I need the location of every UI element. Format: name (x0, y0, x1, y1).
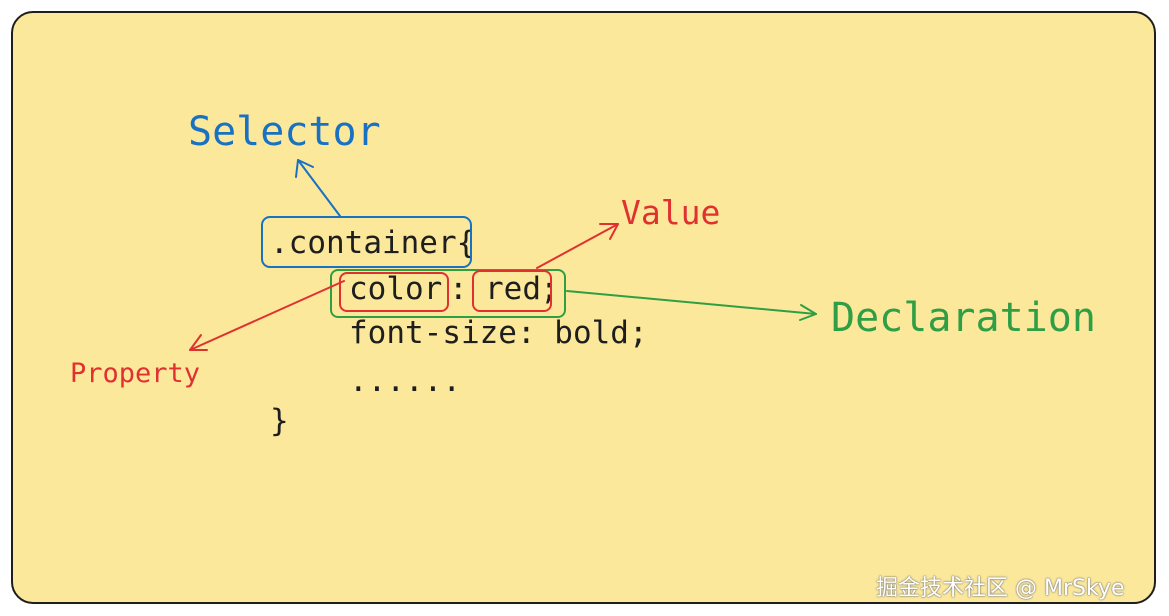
code-line-font-size: font-size: bold; (349, 315, 648, 351)
selector-arrow (297, 159, 341, 217)
declaration-arrow (566, 290, 817, 315)
code-line-colon: : (449, 271, 468, 307)
value-label: Value (621, 193, 721, 232)
property-arrowhead (189, 334, 208, 351)
value-arrow (536, 223, 619, 269)
watermark: 掘金技术社区 @ MrSkye (876, 576, 1125, 601)
selector-highlight-box (261, 216, 472, 268)
value-arrowhead (599, 223, 619, 240)
code-line-selector: .container{ (270, 225, 476, 261)
selector-label: Selector (188, 109, 381, 155)
diagram-panel (11, 11, 1156, 604)
declaration-highlight-box (330, 269, 566, 318)
code-line-ellipsis: ...... (349, 363, 461, 399)
selector-arrowhead (295, 159, 314, 178)
code-line-semicolon: ; (540, 271, 559, 307)
code-line-closing-brace: } (270, 403, 289, 439)
property-label: Property (70, 358, 201, 389)
property-highlight-box (339, 272, 449, 312)
property-arrow (189, 280, 345, 351)
declaration-label: Declaration (831, 295, 1096, 341)
value-highlight-box (472, 270, 552, 312)
code-line-property: color (349, 271, 443, 307)
declaration-arrowhead (799, 304, 817, 321)
code-line-value: red (485, 271, 541, 307)
